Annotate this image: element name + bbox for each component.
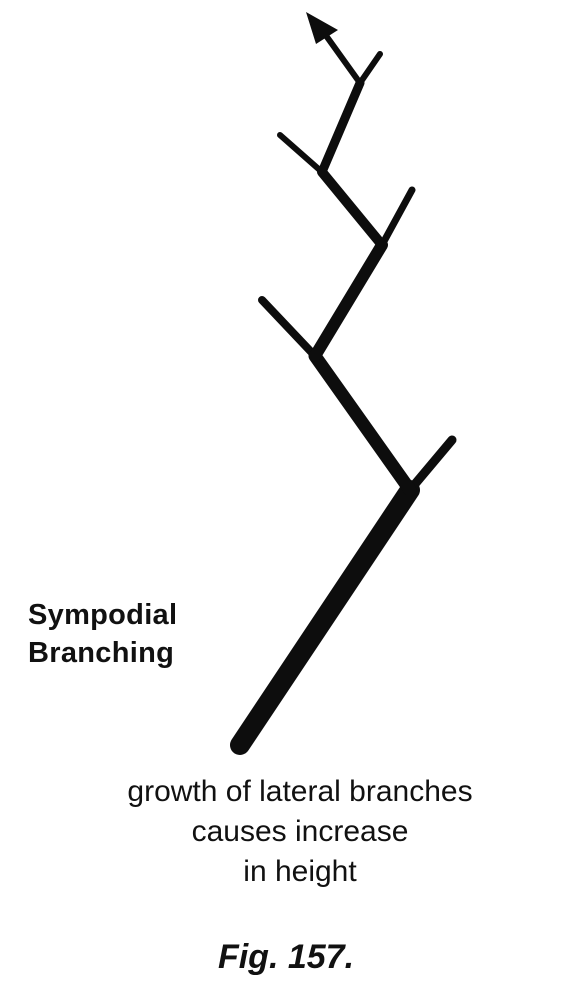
arrow-shaft (322, 30, 360, 83)
trunk-segment-1 (240, 490, 410, 745)
caption-line-3: in height (40, 852, 560, 892)
title-line-1: Sympodial (28, 596, 177, 634)
lateral-branch-left-2 (262, 300, 315, 356)
title-line-2: Branching (28, 634, 177, 672)
arrow-head-icon (306, 12, 338, 44)
trunk-segment-3 (315, 245, 382, 356)
lateral-branch-left-4 (280, 135, 322, 172)
trunk-segment-2 (315, 356, 410, 490)
lateral-branch-right-1 (410, 440, 452, 490)
caption-line-1: growth of lateral branches (40, 772, 560, 812)
caption-line-2: causes increase (40, 812, 560, 852)
diagram-title: Sympodial Branching (28, 596, 177, 672)
trunk-segment-4 (322, 172, 382, 245)
trunk-segment-5 (322, 83, 360, 172)
lateral-branch-right-3 (382, 190, 412, 245)
diagram-caption: growth of lateral branches causes increa… (40, 772, 560, 892)
figure-label: Fig. 157. (0, 938, 572, 977)
lateral-branch-right-5 (360, 54, 380, 83)
